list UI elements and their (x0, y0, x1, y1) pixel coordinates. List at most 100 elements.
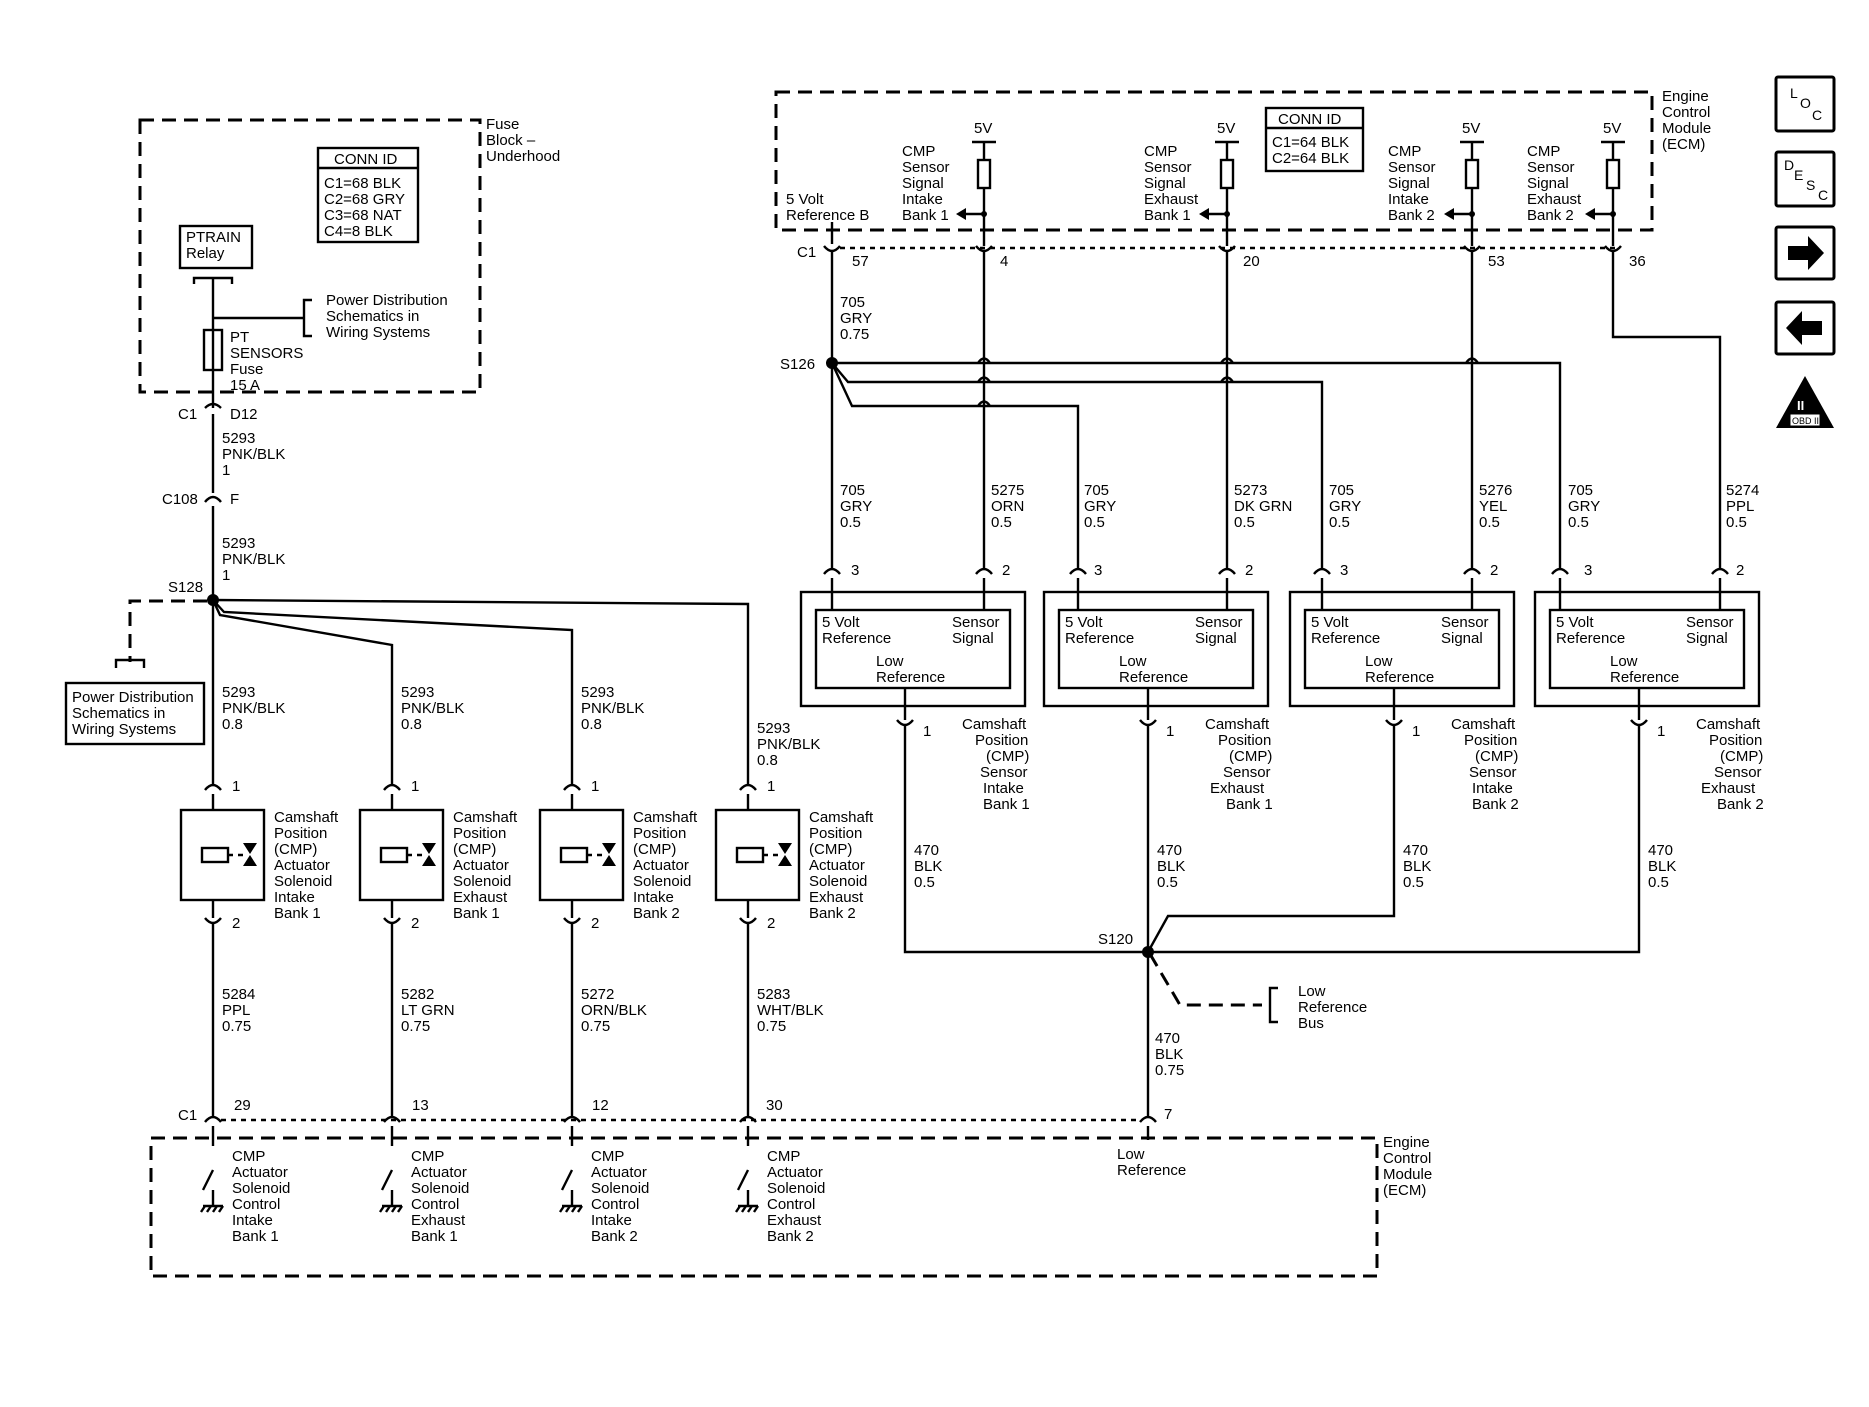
svg-text:1: 1 (1657, 723, 1665, 740)
arrow-right-icon (1788, 236, 1824, 270)
svg-text:30: 30 (766, 1097, 783, 1114)
svg-text:D12: D12 (230, 406, 258, 423)
svg-text:2: 2 (411, 915, 419, 932)
fuse-conn-id-title: CONN ID (334, 151, 398, 168)
svg-text:13: 13 (412, 1097, 429, 1114)
svg-text:5V: 5V (1217, 120, 1235, 137)
svg-text:2: 2 (767, 915, 775, 932)
svg-text:53: 53 (1488, 253, 1505, 270)
svg-text:2: 2 (1002, 562, 1010, 579)
svg-text:C: C (1812, 107, 1822, 123)
svg-text:3: 3 (1094, 562, 1102, 579)
svg-text:4: 4 (1000, 253, 1008, 270)
svg-text:2: 2 (232, 915, 240, 932)
svg-text:1: 1 (923, 723, 931, 740)
svg-text:C108: C108 (162, 491, 198, 508)
svg-text:1: 1 (411, 778, 419, 795)
svg-text:2: 2 (1736, 562, 1744, 579)
svg-text:C: C (1818, 187, 1828, 203)
svg-text:II: II (1797, 398, 1804, 413)
svg-text:S126: S126 (780, 356, 815, 373)
svg-text:1: 1 (1412, 723, 1420, 740)
obd-ii-icon: II OBD II (1776, 376, 1834, 428)
svg-text:D: D (1784, 157, 1794, 173)
svg-text:29: 29 (234, 1097, 251, 1114)
svg-text:1: 1 (1166, 723, 1174, 740)
ecm-switch-2 (379, 1126, 403, 1213)
svg-text:5V: 5V (1603, 120, 1621, 137)
splice-s128: S128 (168, 579, 750, 784)
svg-text:C1: C1 (178, 1107, 197, 1124)
svg-text:C1: C1 (797, 244, 816, 261)
ecm-switch-3 (559, 1126, 583, 1213)
svg-text:36: 36 (1629, 253, 1646, 270)
svg-text:S120: S120 (1098, 931, 1133, 948)
desc-button[interactable]: D E S C (1774, 150, 1836, 208)
svg-text:O: O (1800, 95, 1811, 111)
svg-text:57: 57 (852, 253, 869, 270)
prev-arrow-button[interactable] (1774, 300, 1836, 356)
ecm-switch-4 (735, 1126, 759, 1213)
svg-text:2: 2 (1245, 562, 1253, 579)
svg-text:5V: 5V (974, 120, 992, 137)
svg-text:5V: 5V (1462, 120, 1480, 137)
ecm-switch-1 (200, 1126, 224, 1213)
svg-text:1: 1 (767, 778, 775, 795)
svg-text:2: 2 (591, 915, 599, 932)
svg-text:OBD II: OBD II (1792, 416, 1819, 426)
svg-text:3: 3 (1584, 562, 1592, 579)
loc-button[interactable]: L O C (1774, 75, 1836, 133)
svg-text:2: 2 (1490, 562, 1498, 579)
svg-text:E: E (1794, 167, 1803, 183)
svg-text:12: 12 (592, 1097, 609, 1114)
next-arrow-button[interactable] (1774, 225, 1836, 281)
